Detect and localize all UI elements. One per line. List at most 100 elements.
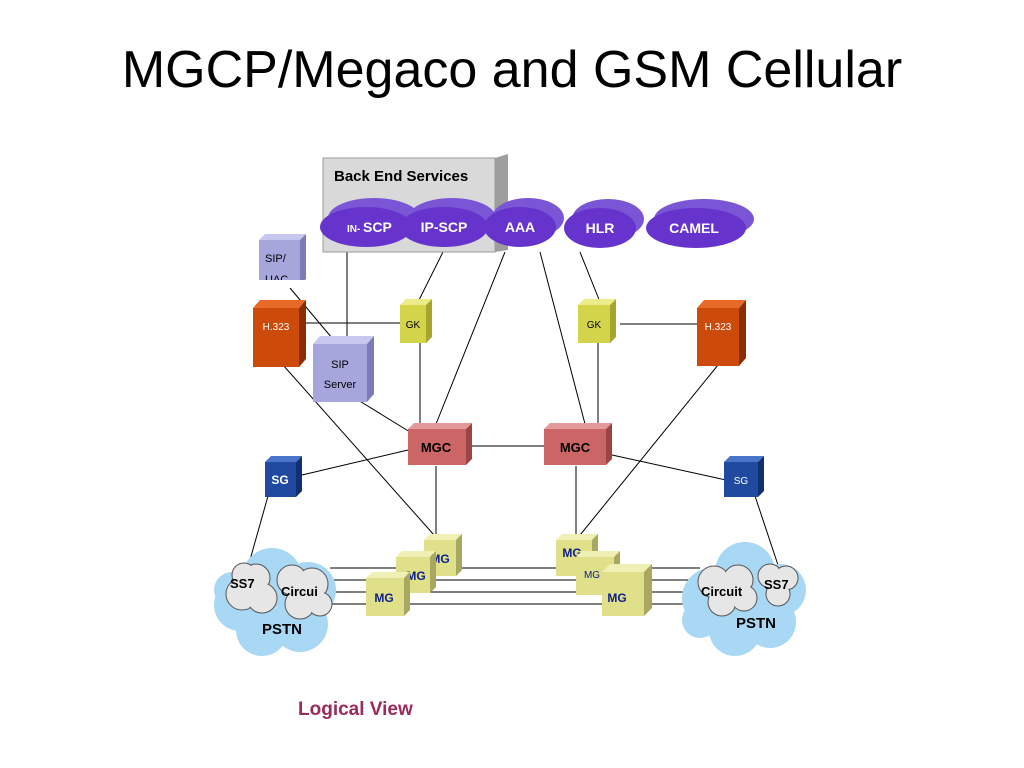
node-top-face [578, 299, 616, 305]
mg-left-bottom[interactable]: MG [366, 572, 410, 616]
node-side-face [758, 456, 764, 497]
link-sipserver-mgc [357, 399, 411, 433]
pstn-cloud-left: SS7 Circui PSTN [214, 548, 336, 656]
node-side-face [466, 423, 472, 465]
node-top-face [366, 572, 410, 578]
diagram-caption: Logical View [298, 699, 413, 720]
mg-label: MG [607, 591, 626, 605]
node-top-face [544, 423, 612, 429]
service-ip-scp[interactable]: IP-SCP [400, 198, 496, 247]
circuit-label: Circuit [701, 584, 743, 599]
link-h323-mg-right [575, 364, 719, 541]
ss7-cloud-left: SS7 [225, 562, 278, 614]
node-side-face [299, 300, 306, 367]
node-side-face [404, 572, 410, 616]
sg-left-node[interactable]: SG [265, 456, 302, 497]
node-front-face [697, 308, 739, 366]
mgc-left-label: MGC [421, 440, 452, 455]
service-label: AAA [505, 219, 535, 235]
service-label: SCP [363, 219, 392, 235]
circuit-label: Circui [281, 584, 318, 599]
ss7-label: SS7 [764, 577, 789, 592]
slide-title: MGCP/Megaco and GSM Cellular [121, 41, 903, 99]
node-top-face [602, 564, 652, 572]
link-h323-mg-left [282, 364, 435, 536]
mg-label: MG [406, 569, 425, 583]
h323-right-node[interactable]: H.323 [697, 300, 746, 366]
node-front-face [578, 305, 610, 343]
node-top-face [576, 551, 620, 557]
node-front-face [313, 344, 367, 402]
node-top-face [313, 336, 374, 344]
circuit-cloud-right: Circuit [697, 564, 758, 617]
gk-left-node[interactable]: GK [400, 299, 432, 343]
service-in-scp[interactable]: IN- SCP [320, 198, 420, 247]
node-side-face [367, 336, 374, 402]
service-ellipse [484, 207, 556, 247]
sip-server-node[interactable]: SIP Server [313, 336, 374, 402]
sg-right-label: SG [734, 476, 749, 487]
circuit-cloud-left: Circui [276, 564, 333, 620]
node-side-face [739, 300, 746, 366]
service-prefix: IN- [347, 224, 360, 235]
node-top-face [253, 300, 306, 308]
node-top-face [259, 234, 306, 240]
node-side-face [430, 551, 436, 593]
node-side-face [426, 299, 432, 343]
mg-left-middle[interactable]: MG [396, 551, 436, 593]
link-ipscp-gk-left [417, 251, 444, 303]
sip-uac-line1: SIP/ [265, 253, 287, 265]
node-front-face [259, 240, 300, 285]
node-front-face [253, 308, 299, 367]
node-front-face [400, 305, 426, 343]
service-aaa[interactable]: AAA [484, 198, 564, 247]
gk-right-node[interactable]: GK [578, 299, 616, 343]
pstn-label: PSTN [262, 621, 302, 638]
service-label: HLR [586, 220, 615, 236]
link-sipuac-sipserver [289, 287, 333, 339]
node-side-face [296, 456, 302, 497]
mgc-left-node[interactable]: MGC [408, 423, 472, 465]
service-label: IP-SCP [421, 219, 468, 235]
h323-left-label: H.323 [263, 322, 290, 333]
link-hlr-gk-right [579, 251, 601, 303]
service-ellipse [646, 208, 746, 248]
sg-right-node[interactable]: SG [724, 456, 764, 497]
sip-uac-node[interactable]: SIP/ UAC [259, 234, 306, 286]
link-aaa-mgc-right [539, 251, 586, 425]
sip-server-line1: SIP [331, 359, 349, 371]
ss7-cloud-right: SS7 [757, 563, 799, 607]
mgc-right-label: MGC [560, 440, 591, 455]
node-side-face [610, 299, 616, 343]
mg-right-bottom[interactable]: MG [602, 564, 652, 616]
mgc-right-node[interactable]: MGC [544, 423, 612, 465]
sip-server-line2: Server [324, 379, 357, 391]
node-side-face [456, 534, 462, 576]
node-front-face [724, 462, 758, 497]
pstn-cloud-right: Circuit SS7 PSTN [682, 542, 806, 656]
sip-uac-clip [258, 280, 308, 288]
h323-left-node[interactable]: H.323 [253, 300, 306, 367]
service-ellipse [320, 207, 412, 247]
service-ellipse [564, 208, 636, 248]
node-side-face [300, 234, 306, 285]
service-ellipse [400, 207, 488, 247]
node-front-face [544, 429, 606, 465]
node-side-face [644, 564, 652, 616]
service-hlr[interactable]: HLR [564, 199, 644, 248]
service-camel[interactable]: CAMEL [646, 199, 754, 248]
link-mgc-sg-left [301, 449, 409, 476]
node-top-face [265, 456, 302, 462]
node-front-face [602, 572, 644, 616]
service-label: CAMEL [669, 220, 719, 236]
link-sg-cloud-left [249, 495, 269, 561]
connection-lines [249, 250, 779, 605]
node-top-face [724, 456, 764, 462]
sg-left-label: SG [271, 473, 288, 487]
node-front-face [265, 462, 296, 497]
node-front-face [366, 578, 404, 616]
node-top-face [697, 300, 746, 308]
link-aaa-mgc-left [435, 251, 506, 425]
backend-title: Back End Services [334, 168, 468, 185]
